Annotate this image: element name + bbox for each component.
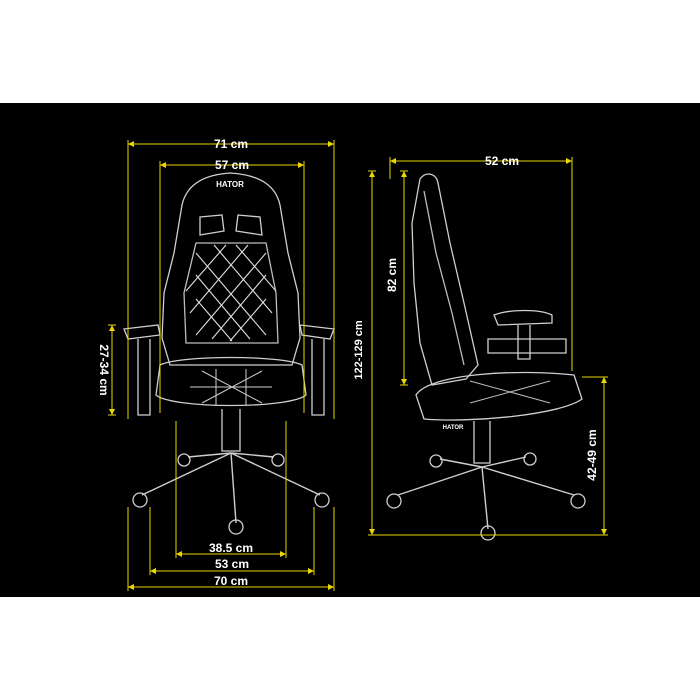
side-brand-logo: HATOR: [443, 425, 464, 431]
dimension-lines: [108, 140, 608, 591]
front-headrest-left: [199, 214, 225, 236]
front-brand-logo: HATOR: [216, 180, 244, 189]
front-gas-lift: [221, 409, 241, 452]
side-backrest-outline: [411, 173, 479, 386]
front-seat: [155, 356, 307, 407]
front-backrest-inner: [183, 242, 279, 344]
side-seat: [415, 371, 583, 421]
dim-line-total-height: [368, 170, 376, 536]
front-backrest-outline: [161, 172, 301, 366]
front-armrest-right: [299, 324, 335, 416]
dim-line-side-depth: [389, 157, 573, 165]
label-side-depth: 52 cm: [485, 154, 519, 168]
label-armrest-height: 27-34 cm: [97, 344, 111, 395]
dim-guide-side: [389, 165, 573, 371]
chair-dimensions-diagram: HATOR HATOR: [97, 137, 608, 591]
dim-guide-seat-height: [376, 376, 608, 536]
side-casters: [386, 452, 586, 541]
label-front-top-width: 71 cm: [214, 137, 248, 151]
side-gas-lift: [473, 421, 491, 464]
side-backrest-inner: [423, 190, 465, 366]
label-base-width: 70 cm: [214, 574, 248, 588]
dim-line-backrest-height: [400, 170, 408, 386]
front-view-chair: HATOR: [123, 172, 335, 535]
front-headrest-right: [235, 214, 263, 236]
dimension-labels: 71 cm 57 cm 27-34 cm 38.5 cm 53 cm 70 cm…: [97, 137, 599, 588]
label-base-inner-width: 53 cm: [215, 557, 249, 571]
label-total-height: 122-129 cm: [353, 320, 365, 380]
dim-guide-front-left: [127, 148, 335, 419]
front-seat-quilting: [190, 369, 272, 405]
front-armrest-left: [123, 324, 161, 416]
diagram-canvas: HATOR HATOR: [0, 103, 700, 597]
label-front-back-width: 57 cm: [215, 158, 249, 172]
dim-guide-front-bottom: [127, 421, 335, 591]
label-seat-height: 42-49 cm: [585, 429, 599, 480]
side-wheelbase: [397, 456, 575, 530]
front-casters: [132, 453, 330, 535]
side-seat-quilting: [469, 380, 551, 404]
label-seat-width: 38.5 cm: [209, 541, 253, 555]
label-backrest-height: 82 cm: [385, 258, 399, 292]
dim-line-seat-height: [600, 376, 608, 536]
front-quilting: [185, 244, 277, 342]
side-view-chair: HATOR: [386, 173, 586, 541]
side-armrest: [487, 309, 567, 360]
front-wheelbase: [141, 452, 321, 524]
